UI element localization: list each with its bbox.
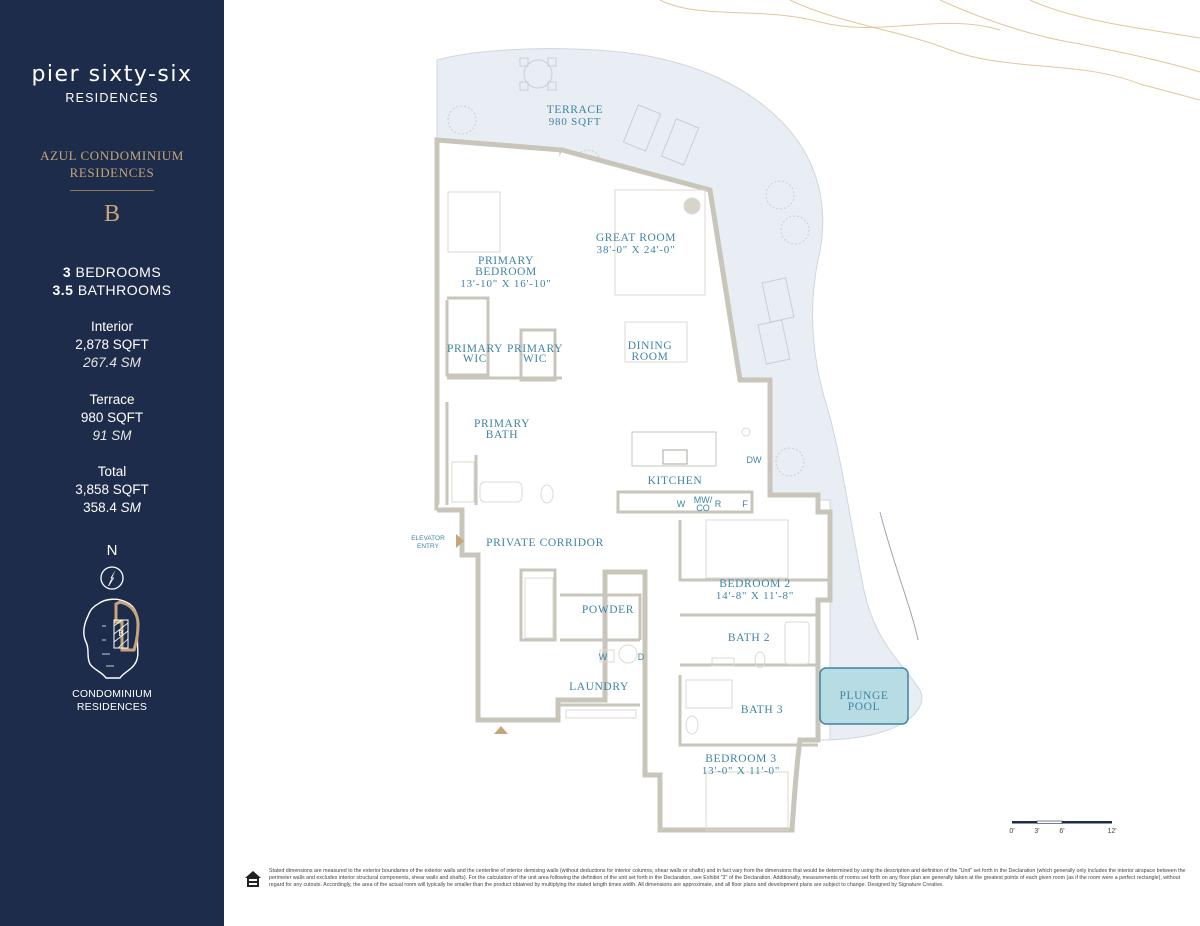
microwave-label-2: CO	[696, 503, 710, 513]
collection-line-1: AZUL CONDOMINIUM	[40, 148, 184, 163]
equal-housing-icon	[245, 871, 261, 887]
scale-bar: 0' 3' 6' 12'	[1009, 820, 1117, 835]
freezer-label: F	[742, 499, 748, 509]
stat-interior: Interior 2,878 SQFT 267.4 SM	[0, 318, 224, 372]
bedroom-2-dim: 14'-8" X 11'-8"	[716, 590, 794, 602]
unit-letter: B	[103, 201, 120, 227]
terrace-dim: 980 SQFT	[549, 116, 602, 128]
washer-label: W	[677, 499, 686, 509]
keyplan-label: CONDOMINIUM RESIDENCES	[0, 688, 224, 714]
laundry-washer-label: W	[599, 652, 608, 662]
site-contours	[659, 0, 1200, 101]
scale-tick-12: 12'	[1107, 828, 1116, 835]
keyplan-unit: B	[118, 629, 123, 638]
floor-plan: TERRACE 980 SQFT GREAT ROOM 38'-0" X 24'…	[411, 0, 1200, 835]
powder-label: POWDER	[582, 604, 634, 616]
stat-total: Total 3,858 SQFT 358.4 SM	[0, 463, 224, 517]
refrigerator-label: R	[715, 499, 722, 509]
laundry-label: LAUNDRY	[569, 681, 629, 693]
interior-furniture	[447, 189, 810, 831]
scale-tick-3: 3'	[1034, 828, 1039, 835]
brand-name: pier sixty-six	[31, 62, 193, 87]
scale-tick-6: 6'	[1059, 828, 1064, 835]
dining-room-label-2: ROOM	[632, 351, 669, 363]
compass-icon	[100, 566, 124, 590]
kitchen-label: KITCHEN	[648, 475, 703, 487]
bedroom-3-label: BEDROOM 3	[705, 753, 777, 765]
stat-label: Total	[97, 464, 127, 479]
keyplan-icon: B	[83, 598, 140, 679]
bedroom-3-dim: 13'-0" X 11'-0"	[702, 765, 780, 777]
stat-sm: 358.4 SM	[0, 499, 224, 517]
primary-wic-right-label-2: WIC	[523, 353, 547, 365]
primary-bath-label-1: PRIMARY	[474, 418, 530, 430]
primary-bath-label-2: BATH	[486, 429, 518, 441]
primary-wic-left-label-1: PRIMARY	[447, 343, 503, 355]
bathrooms-count: 3.5	[52, 282, 74, 298]
plunge-pool	[819, 667, 909, 725]
bath-2-label: BATH 2	[728, 632, 770, 644]
stat-sm: 91 SM	[92, 428, 132, 443]
unit-entry-arrow-icon	[494, 726, 508, 734]
keyplan-label-line-1: CONDOMINIUM	[72, 688, 152, 700]
laundry-dryer-label: D	[638, 652, 645, 662]
brand-sub: RESIDENCES	[65, 91, 159, 105]
plunge-pool-label-2: POOL	[848, 701, 880, 713]
stat-terrace: Terrace 980 SQFT 91 SM	[0, 391, 224, 445]
stat-label: Terrace	[89, 392, 135, 407]
bed-bath-summary: 3 BEDROOMS 3.5 BATHROOMS	[0, 263, 224, 299]
elevator-entry-label-2: ENTRY	[417, 543, 440, 550]
stat-label: Interior	[90, 319, 134, 334]
bedroom-2-label: BEDROOM 2	[719, 578, 791, 590]
terrace-area	[436, 48, 923, 741]
dining-room-label-1: DINING	[628, 340, 672, 352]
primary-wic-left-label-2: WIC	[463, 353, 487, 365]
elevator-entry-arrow-icon	[456, 534, 464, 548]
collection-line-2: RESIDENCES	[69, 165, 155, 180]
elevator-entry-label-1: ELEVATOR	[411, 535, 445, 542]
interior-walls	[445, 296, 830, 747]
bathrooms-label: BATHROOMS	[77, 282, 172, 298]
stat-sqft: 980 SQFT	[80, 410, 144, 425]
private-corridor-label: PRIVATE CORRIDOR	[486, 537, 604, 549]
disclaimer-text: Stated dimensions are measured to the ex…	[269, 868, 1186, 888]
north-label: N	[106, 542, 118, 559]
stat-sqft: 2,878 SQFT	[75, 337, 149, 352]
primary-bedroom-label-2: BEDROOM	[475, 266, 537, 278]
great-room-label: GREAT ROOM	[596, 232, 676, 244]
stat-sm: 267.4 SM	[83, 355, 141, 370]
divider	[70, 190, 154, 191]
primary-bedroom-label-1: PRIMARY	[478, 255, 534, 267]
plunge-pool-label-1: PLUNGE	[840, 690, 889, 702]
keyplan-label-line-2: RESIDENCES	[76, 701, 148, 713]
microwave-label-1: MW/	[694, 495, 713, 505]
primary-wic-right-label-1: PRIMARY	[507, 343, 563, 355]
great-room-dim: 38'-0" X 24'-0"	[597, 244, 676, 256]
scale-tick-0: 0'	[1009, 828, 1014, 835]
stat-sm-number: 358.4	[83, 500, 117, 515]
primary-bedroom-dim: 13'-10" X 16'-10"	[460, 278, 551, 290]
terrace-label: TERRACE	[547, 104, 604, 116]
bedrooms-count: 3	[62, 264, 72, 280]
bath-3-label: BATH 3	[741, 704, 783, 716]
bedrooms-label: BEDROOMS	[75, 264, 162, 280]
collection-title: AZUL CONDOMINIUM RESIDENCES	[0, 147, 224, 181]
terrace-railing	[879, 511, 919, 641]
unit-walls	[434, 137, 833, 833]
stat-sm-unit: SM	[120, 500, 141, 515]
stat-sqft: 3,858 SQFT	[75, 482, 149, 497]
dishwasher-label: DW	[747, 455, 762, 465]
sidebar: pier sixty-six RESIDENCES AZUL CONDOMINI…	[0, 0, 224, 926]
